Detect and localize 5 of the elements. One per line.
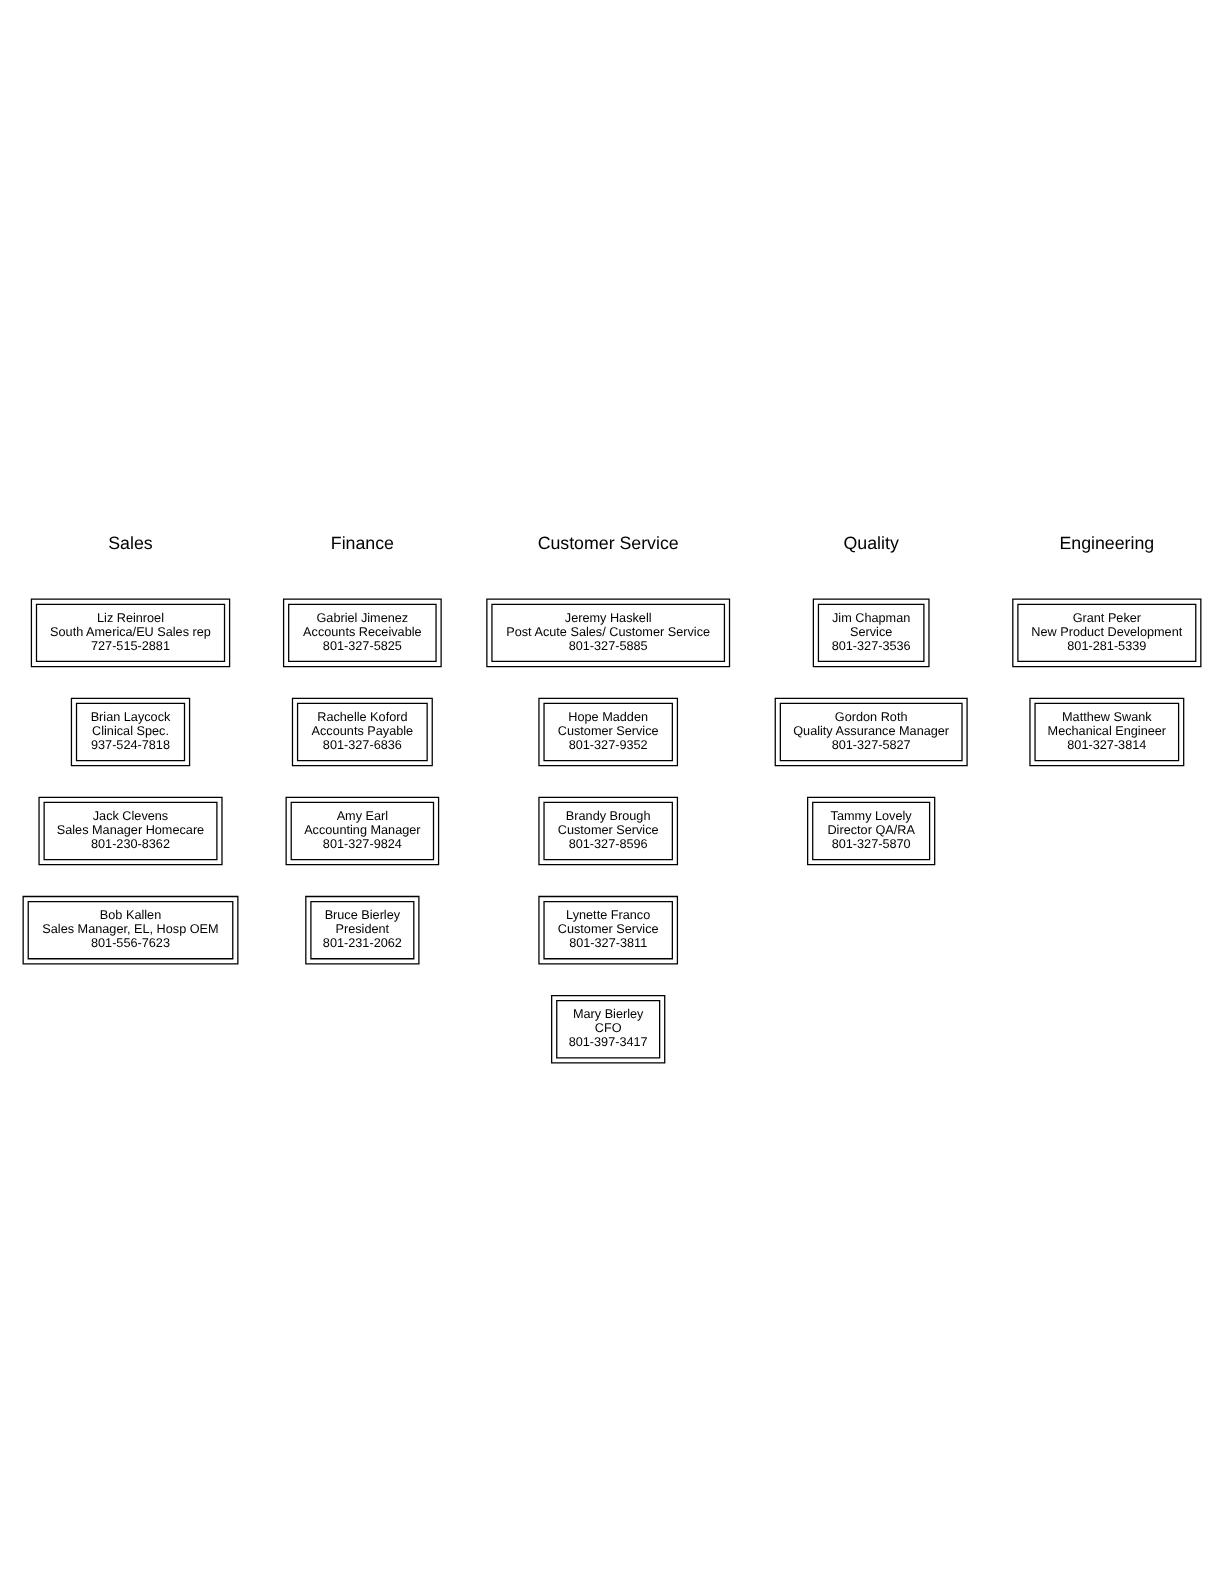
label: Quality [843, 532, 899, 553]
label: Customer Service [537, 532, 679, 553]
label: Engineering [1059, 532, 1155, 553]
label: Finance [330, 532, 394, 553]
label: Sales [108, 532, 153, 553]
